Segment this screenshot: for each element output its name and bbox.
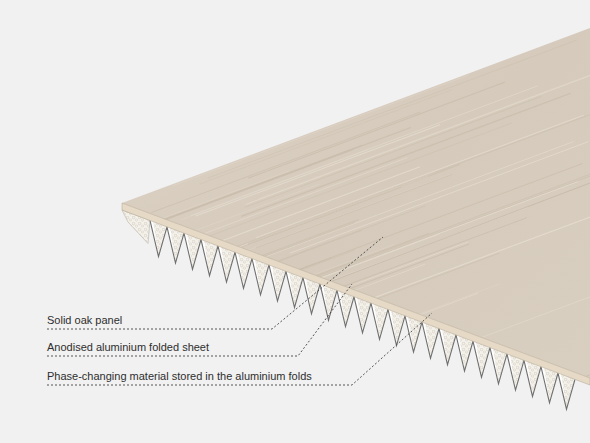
- grain-line: [248, 82, 505, 178]
- grain-line: [169, 220, 359, 291]
- grain-line: [196, 125, 440, 216]
- grain-line: [206, 167, 420, 247]
- grain-line: [161, 128, 411, 221]
- plank-seam: [332, 183, 590, 281]
- oak-grain: [100, 40, 590, 443]
- grain-line: [237, 181, 578, 309]
- grain-line: [285, 368, 590, 443]
- grain-line: [231, 390, 392, 443]
- grain-line: [199, 90, 452, 185]
- grain-line: [234, 414, 461, 443]
- grain-line: [188, 318, 421, 405]
- part-label: Anodised aluminium folded sheet: [47, 341, 209, 354]
- grain-line: [244, 441, 380, 443]
- grain-line: [180, 173, 453, 275]
- grain-line: [100, 222, 355, 317]
- grain-line: [207, 40, 576, 178]
- grain-line: [146, 250, 355, 328]
- grain-line: [242, 382, 445, 443]
- grain-line: [149, 206, 426, 309]
- grain-line: [151, 112, 420, 213]
- grain-line: [186, 353, 516, 443]
- part-label: Phase-changing material stored in the al…: [47, 370, 312, 383]
- oak-edge: [122, 203, 590, 385]
- grain-line: [169, 293, 478, 409]
- grain-line: [245, 96, 541, 207]
- grain-line: [223, 230, 362, 282]
- grain-line: [241, 93, 570, 216]
- grain-line: [181, 150, 368, 220]
- grain-line: [261, 419, 505, 443]
- grain-line: [191, 410, 573, 443]
- grain-line: [212, 297, 367, 355]
- leader-line: [47, 284, 352, 356]
- grain-line: [103, 405, 297, 443]
- grain-line: [205, 349, 483, 443]
- grain-line: [114, 171, 290, 237]
- leader-line: [47, 313, 432, 385]
- grain-line: [183, 415, 452, 443]
- grain-line: [194, 440, 385, 443]
- grain-line: [192, 316, 313, 361]
- grain-line: [190, 386, 569, 443]
- grain-line: [259, 53, 590, 198]
- grain-line: [107, 314, 344, 403]
- oak-top: [122, 28, 590, 378]
- grain-line: [169, 163, 582, 318]
- part-label: Solid oak panel: [47, 314, 122, 327]
- grain-line: [250, 171, 590, 304]
- leader-line: [47, 237, 383, 329]
- grain-line: [154, 348, 382, 433]
- grain-line: [190, 401, 442, 443]
- grain-line: [292, 295, 590, 408]
- grain-line: [156, 381, 327, 443]
- grain-line: [248, 244, 469, 327]
- grain-line: [256, 115, 584, 238]
- grain-line: [191, 86, 538, 216]
- grain-line: [126, 407, 327, 443]
- grain-line: [290, 142, 589, 254]
